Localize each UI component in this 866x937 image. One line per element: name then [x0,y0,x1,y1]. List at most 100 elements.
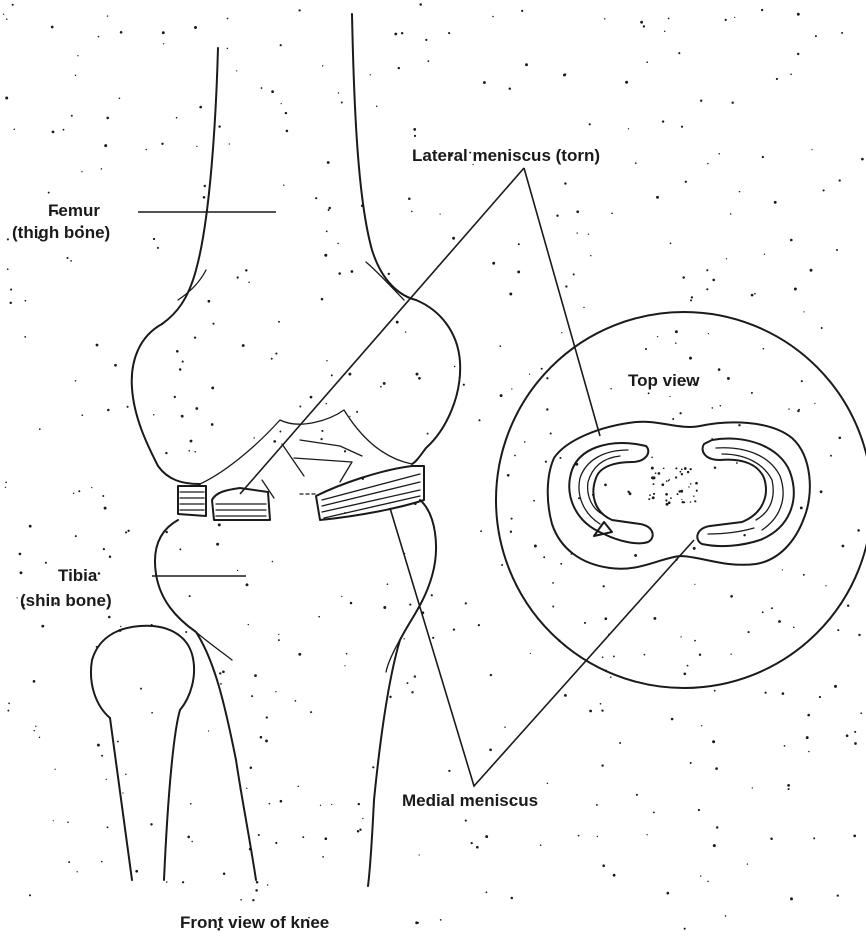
speckle-dot [823,189,825,191]
speckle-dot [349,416,350,417]
speckle-dot [541,368,543,370]
center-speckle-dot [693,495,695,497]
center-speckle-dot [690,483,692,485]
speckle-dot [656,196,659,199]
center-speckle-dot [679,471,681,473]
speckle-dot [725,19,727,21]
speckle-dot [790,897,793,900]
speckle-dot [45,562,47,564]
speckle-dot [66,257,68,259]
speckle-dot [344,665,345,666]
speckle-dot [492,262,495,265]
speckle-dot [179,368,182,371]
speckle-dot [219,672,221,674]
speckle-dot [428,60,430,62]
center-speckle-dot [696,490,698,492]
speckle-dot [465,820,467,822]
speckle-dot [182,881,184,883]
speckle-dot [190,440,193,443]
speckle-dot [529,374,530,375]
speckle-dot [408,197,411,200]
speckle-dot [328,207,331,210]
speckle-dot [350,602,353,605]
speckle-dot [191,841,193,843]
speckle-dot [714,690,716,692]
speckle-dot [416,373,419,376]
speckle-dot [108,616,111,619]
speckle-dot [98,36,100,38]
speckle-dot [35,726,36,727]
speckle-dot [174,396,176,398]
speckle-dot [341,102,343,104]
speckle-dot [7,238,9,240]
speckle-dot [679,412,681,414]
speckle-dot [564,694,567,697]
speckle-dot [119,97,121,99]
speckle-dot [117,741,119,743]
speckle-dot [669,396,670,397]
speckle-dot [97,744,100,747]
speckle-dot [707,163,708,164]
speckle-dot [216,543,219,546]
top-view-inset [496,312,866,688]
speckle-dot [601,709,603,711]
speckle-dot [320,805,321,806]
speckle-dot [854,731,856,733]
speckle-dot [358,803,360,805]
speckle-dot [101,755,103,757]
speckle-dot [821,327,823,329]
speckle-dot [278,321,280,323]
speckle-dot [546,408,548,410]
speckle-dot [478,624,480,626]
speckle-dot [701,725,702,726]
speckle-dot [75,380,77,382]
speckle-dot [414,135,416,137]
speckle-dot [489,748,492,751]
speckle-dot [465,602,467,604]
speckle-dot [714,466,716,468]
speckle-dot [687,665,689,667]
speckle-dot [556,215,558,217]
speckle-dot [718,153,720,155]
speckle-dot [610,388,612,390]
speckle-dot [140,688,142,690]
speckle-dot [534,545,537,548]
speckle-dot [483,81,486,84]
speckle-dot [271,358,273,360]
speckle-dot [576,210,579,213]
speckle-dot [176,117,178,119]
speckle-dot [564,73,566,75]
speckle-dot [578,835,580,837]
speckle-dot [39,428,41,430]
speckle-dot [552,582,554,584]
speckle-dot [839,179,841,181]
speckle-dot [698,809,700,811]
speckle-dot [763,348,765,350]
speckle-dot [283,184,284,185]
speckle-dot [550,432,552,434]
speckle-dot [71,115,73,117]
tibia-label: Tibia [58,565,97,586]
speckle-dot [104,144,107,147]
speckle-dot [102,495,104,497]
speckle-dot [771,607,773,609]
speckle-dot [524,441,526,443]
speckle-dot [752,787,753,788]
speckle-dot [298,653,301,656]
speckle-dot [800,506,803,509]
center-speckle-dot [695,482,698,485]
speckle-dot [246,788,247,789]
speckle-dot [602,656,604,658]
speckle-dot [747,863,748,864]
speckle-dot [236,70,237,71]
speckle-dot [854,742,857,745]
speckle-dot [237,276,239,278]
speckle-dot [321,430,323,432]
speckle-dot [533,500,535,502]
speckle-dot [182,361,184,363]
speckle-dot [52,131,55,134]
speckle-dot [16,597,17,598]
speckle-dot [675,342,677,344]
speckle-dot [640,21,643,24]
